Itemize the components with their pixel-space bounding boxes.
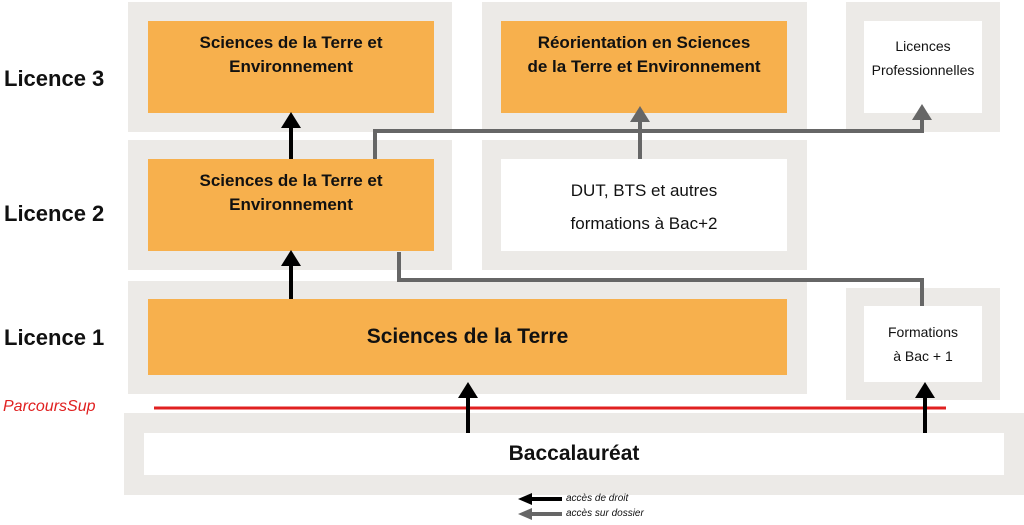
arrow-l2-to-l3-head	[281, 112, 301, 128]
parcourssup-label: ParcoursSup	[3, 398, 96, 415]
legend-droit-label: accès de droit	[566, 493, 629, 504]
level-label-licence-2: Licence 2	[4, 201, 105, 226]
legend-arrow-droit-head	[518, 493, 532, 505]
box-l3-licences-pro-label: Licences Professionnelles	[871, 38, 975, 78]
arrow-bac-to-bac1-head	[915, 382, 935, 398]
legend-arrow-dossier-head	[518, 508, 532, 520]
legend-dossier-label: accès sur dossier	[566, 508, 644, 519]
route-l2-to-licences-pro	[373, 118, 924, 159]
box-l1-st: Sciences de la Terre	[148, 299, 787, 375]
box-l2-ste-label: Sciences de la Terre et Environnement	[199, 171, 383, 214]
arrowhead-licences-pro	[912, 104, 932, 120]
box-l3-reorientation: Réorientation en Sciences de la Terre et…	[501, 21, 787, 113]
arrow-bac-to-l1-head	[458, 382, 478, 398]
box-baccalaureat: Baccalauréat	[144, 433, 1004, 475]
arrow-l1-to-l2-head	[281, 250, 301, 266]
box-l1-st-label: Sciences de la Terre	[366, 325, 569, 348]
box-l3-ste: Sciences de la Terre et Environnement	[148, 21, 434, 113]
box-l3-licences-pro: Licences Professionnelles	[864, 21, 982, 113]
level-label-licence-1: Licence 1	[4, 325, 105, 350]
box-l2-dut-label: DUT, BTS et autres formations à Bac+2	[570, 181, 718, 233]
box-l1-bac1: Formations à Bac + 1	[864, 306, 982, 382]
box-l2-dut: DUT, BTS et autres formations à Bac+2	[501, 159, 787, 251]
box-baccalaureat-label: Baccalauréat	[508, 442, 640, 465]
box-l1-bac1-label: Formations à Bac + 1	[887, 324, 959, 364]
route-l2-to-bac1	[397, 252, 924, 306]
box-l2-ste: Sciences de la Terre et Environnement	[148, 159, 434, 251]
arrowhead-reorientation	[630, 106, 650, 122]
box-l3-ste-label: Sciences de la Terre et Environnement	[199, 33, 383, 76]
level-label-licence-3: Licence 3	[4, 66, 105, 91]
box-l3-reorientation-label: Réorientation en Sciences de la Terre et…	[527, 33, 761, 76]
